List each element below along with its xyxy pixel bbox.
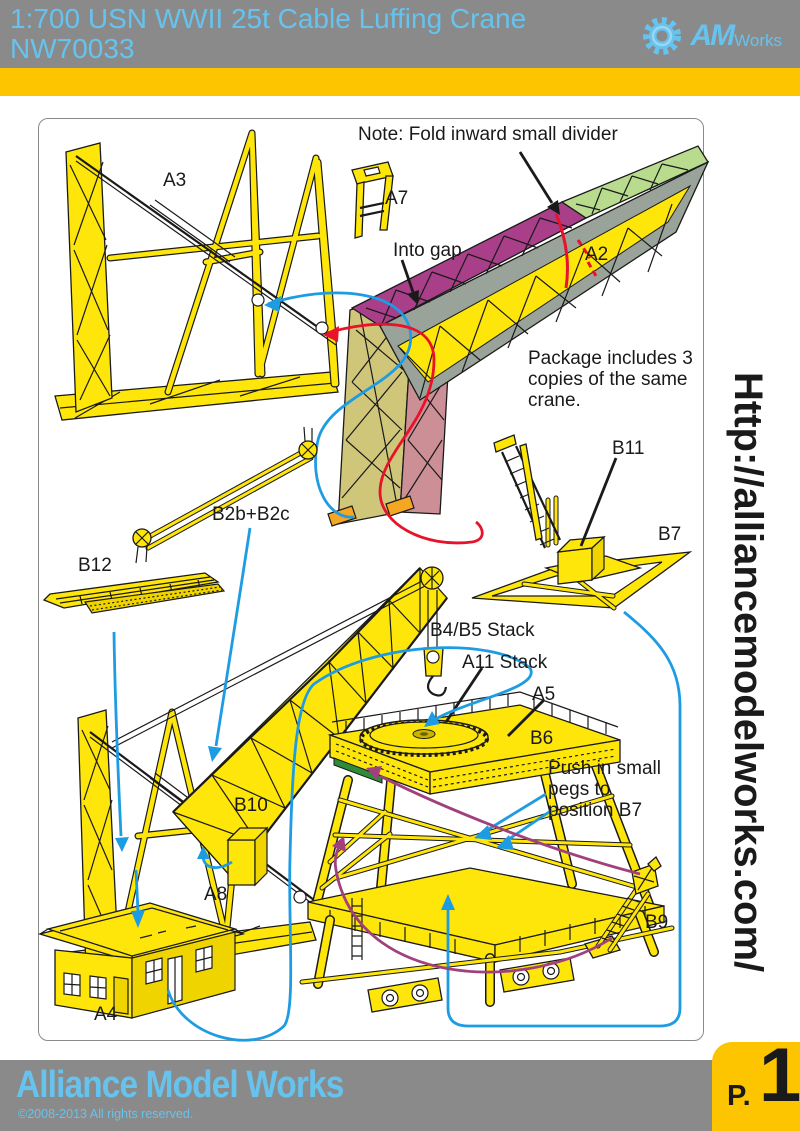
part-b10-illustration bbox=[226, 826, 269, 887]
label-a8: A8 bbox=[204, 884, 228, 905]
label-b11: B11 bbox=[612, 438, 645, 459]
part-a7-illustration bbox=[351, 161, 394, 239]
label-a5: A5 bbox=[532, 684, 556, 705]
title-line2: NW70033 bbox=[10, 33, 135, 64]
label-push-note: Push in small pegs to position B7 bbox=[548, 758, 661, 821]
label-b9: B9 bbox=[645, 912, 669, 933]
page-title: 1:700 USN WWII 25t Cable Luffing Crane N… bbox=[10, 4, 526, 64]
part-a2-illustration bbox=[327, 145, 710, 527]
footer-brand: Alliance Model Works bbox=[16, 1064, 344, 1106]
label-b4-b5-stack: B4/B5 Stack bbox=[430, 620, 535, 641]
label-a11-stack: A11 Stack bbox=[462, 652, 548, 673]
rigging-cables bbox=[264, 291, 484, 545]
header-bar: 1:700 USN WWII 25t Cable Luffing Crane N… bbox=[0, 0, 800, 68]
page-number-tab: P. 1 bbox=[712, 1033, 800, 1131]
tower-illustration bbox=[299, 691, 675, 1013]
label-a7: A7 bbox=[385, 188, 409, 209]
label-b6: B6 bbox=[530, 728, 554, 749]
label-b12: B12 bbox=[78, 555, 112, 576]
page-prefix: P. bbox=[727, 1080, 751, 1112]
title-line1: 1:700 USN WWII 25t Cable Luffing Crane bbox=[10, 3, 527, 34]
part-b12-illustration bbox=[42, 572, 226, 614]
blue-arrows bbox=[112, 527, 682, 1042]
part-b7-b11-illustration bbox=[471, 434, 693, 611]
page-number: 1 bbox=[759, 1033, 800, 1118]
label-a4: A4 bbox=[94, 1004, 118, 1025]
label-b2b-b2c: B2b+B2c bbox=[212, 504, 290, 525]
footer-bar: Alliance Model Works ©2008-2013 All righ… bbox=[0, 1060, 800, 1131]
part-b9-illustration bbox=[584, 855, 662, 959]
brand-logo: AM Works bbox=[640, 14, 782, 58]
label-package-note: Package includes 3 copies of the same cr… bbox=[528, 348, 693, 411]
part-a4-building-illustration bbox=[37, 902, 246, 1019]
label-a2: A2 bbox=[585, 244, 609, 265]
part-b2b-b2c-illustration bbox=[132, 426, 318, 564]
footer-copyright: ©2008-2013 All rights reserved. bbox=[18, 1107, 194, 1121]
yellow-stripe bbox=[0, 68, 800, 96]
label-b7: B7 bbox=[658, 524, 682, 545]
label-note-fold: Note: Fold inward small divider bbox=[358, 124, 618, 145]
purple-arrows bbox=[332, 766, 641, 974]
logo-am-text: AM bbox=[690, 19, 735, 52]
logo-works-text: Works bbox=[734, 31, 782, 50]
part-a3-illustration bbox=[54, 129, 340, 421]
label-into-gap: Into gap bbox=[393, 240, 462, 261]
label-a3: A3 bbox=[163, 170, 187, 191]
website-url-vertical: Http://alliancemodelworks.com/ bbox=[726, 372, 770, 973]
black-leaders bbox=[400, 151, 618, 737]
label-b10: B10 bbox=[234, 795, 268, 816]
gear-icon bbox=[643, 17, 682, 55]
